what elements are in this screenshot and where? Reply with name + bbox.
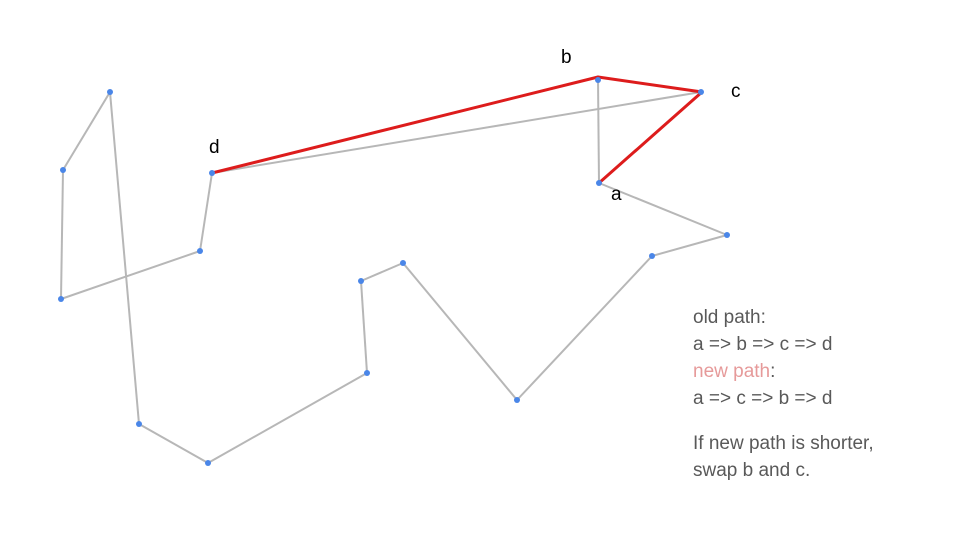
node-d bbox=[209, 170, 215, 176]
tour-edge bbox=[109, 91, 140, 425]
old-edge-a-b bbox=[597, 77, 600, 184]
tour-edge bbox=[516, 255, 653, 401]
old-path-heading: old path: bbox=[693, 304, 953, 331]
node-b bbox=[595, 77, 601, 83]
new-edge-b-d bbox=[210, 75, 600, 175]
label-a: a bbox=[611, 184, 622, 205]
node bbox=[197, 248, 203, 254]
old-path-sequence: a => b => c => d bbox=[693, 334, 833, 355]
node bbox=[514, 397, 520, 403]
node bbox=[358, 278, 364, 284]
new-path-label: new path bbox=[693, 361, 771, 382]
old-edge-c-d bbox=[211, 91, 702, 174]
tour-edge bbox=[651, 234, 728, 257]
tour-edge bbox=[360, 280, 368, 374]
node bbox=[364, 370, 370, 376]
note-line-1: If new path is shorter, bbox=[693, 433, 874, 454]
node-c bbox=[698, 89, 704, 95]
explanation-text: old path: a => b => c => d new path: a =… bbox=[693, 304, 953, 484]
tour-edge bbox=[60, 250, 201, 300]
tour-edge bbox=[360, 262, 404, 282]
tour-edge bbox=[199, 172, 213, 252]
tour-edge bbox=[60, 169, 64, 300]
tour-edge bbox=[402, 262, 518, 401]
spacer bbox=[693, 412, 953, 430]
new-path-colon: : bbox=[770, 361, 776, 382]
tour-edge bbox=[207, 372, 368, 464]
node bbox=[400, 260, 406, 266]
label-d: d bbox=[209, 137, 220, 158]
tour-edge bbox=[138, 423, 209, 464]
tour-edge bbox=[598, 182, 728, 236]
node bbox=[724, 232, 730, 238]
old-path-label: old path bbox=[693, 307, 761, 328]
node bbox=[60, 167, 66, 173]
note-line-2: swap b and c. bbox=[693, 460, 811, 481]
old-path-colon: : bbox=[760, 307, 766, 328]
node-a bbox=[596, 180, 602, 186]
new-path-heading: new path: bbox=[693, 358, 953, 385]
node bbox=[205, 460, 211, 466]
tour-edge bbox=[62, 91, 111, 171]
node bbox=[107, 89, 113, 95]
new-edge-a-c bbox=[597, 90, 704, 185]
node bbox=[649, 253, 655, 259]
node bbox=[58, 296, 64, 302]
label-b: b bbox=[561, 47, 572, 68]
new-path-sequence: a => c => b => d bbox=[693, 388, 833, 409]
label-c: c bbox=[731, 81, 741, 102]
node bbox=[136, 421, 142, 427]
new-edge-c-b bbox=[596, 75, 704, 94]
